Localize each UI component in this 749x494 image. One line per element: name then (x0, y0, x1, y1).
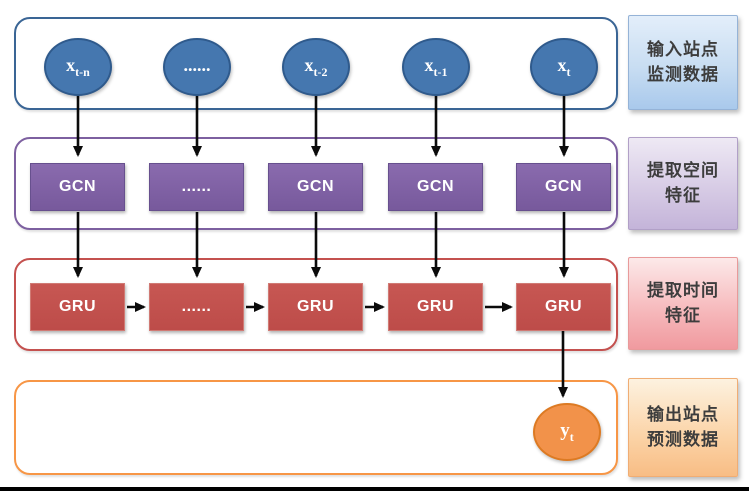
legend-spatial-features: 提取空间 特征 (628, 137, 738, 230)
node-label: ...... (181, 178, 212, 195)
node-label: GRU (544, 298, 583, 315)
legend-line: 提取空间 (647, 160, 719, 180)
node-label: y (560, 419, 570, 441)
legend-line: 输出站点 (647, 404, 719, 424)
input-node-xt2: xt-2 (282, 38, 350, 96)
node-subscript: t-n (75, 64, 90, 79)
gru-node: GRU (268, 283, 363, 331)
node-label: GCN (296, 178, 335, 195)
output-row-container (14, 380, 618, 475)
node-label: x (424, 54, 434, 75)
gcn-node: GCN (516, 163, 611, 211)
legend-line: 提取时间 (647, 280, 719, 300)
gru-node: GRU (30, 283, 125, 331)
legend-output-data: 输出站点 预测数据 (628, 378, 738, 477)
output-node-yt: yt (533, 403, 601, 461)
legend-line: 特征 (665, 185, 701, 205)
legend-temporal-features: 提取时间 特征 (628, 257, 738, 350)
gcn-node: GCN (388, 163, 483, 211)
legend-input-data: 输入站点 监测数据 (628, 15, 738, 110)
gru-node: GRU (516, 283, 611, 331)
node-label: x (66, 54, 76, 75)
input-node-xt1: xt-1 (402, 38, 470, 96)
node-label: GRU (58, 298, 97, 315)
legend-line: 输入站点 (647, 39, 719, 59)
node-subscript: t (566, 64, 571, 79)
gcn-node-dots: ...... (149, 163, 244, 211)
node-label: GRU (416, 298, 455, 315)
node-label: x (304, 54, 314, 75)
node-subscript: t-2 (313, 64, 328, 79)
input-node-dots: ...... (163, 38, 231, 96)
input-node-xt: xt (530, 38, 598, 96)
gcn-node: GCN (268, 163, 363, 211)
node-label: x (557, 54, 567, 75)
node-label: ...... (183, 54, 211, 75)
node-subscript: t-1 (433, 64, 448, 79)
legend-line: 监测数据 (647, 64, 719, 84)
node-label: GRU (296, 298, 335, 315)
bottom-divider (0, 487, 749, 491)
node-subscript: t (569, 429, 574, 444)
legend-line: 特征 (665, 305, 701, 325)
node-label: GCN (416, 178, 455, 195)
node-label: ...... (181, 298, 212, 315)
input-node-xtn: xt-n (44, 38, 112, 96)
node-label: GCN (58, 178, 97, 195)
node-label: GCN (544, 178, 583, 195)
gru-node: GRU (388, 283, 483, 331)
gcn-node: GCN (30, 163, 125, 211)
legend-line: 预测数据 (647, 429, 719, 449)
gru-node-dots: ...... (149, 283, 244, 331)
